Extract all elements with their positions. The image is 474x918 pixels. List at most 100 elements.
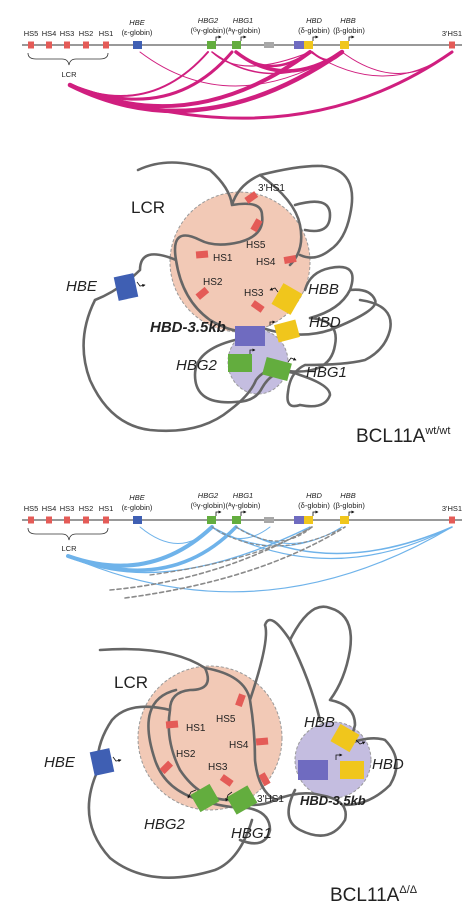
- arc: [311, 51, 343, 61]
- hs1-site: [103, 41, 109, 49]
- arc: [139, 526, 213, 544]
- hs4-site: [46, 41, 52, 49]
- hbd-label: HBD: [372, 756, 404, 773]
- hs5-label: HS5: [246, 240, 266, 251]
- hbb-tss-arrow: [355, 739, 366, 745]
- hs5-site: [250, 218, 263, 233]
- hs1-label: HS1: [99, 29, 114, 38]
- hbd-label: HBD: [309, 314, 341, 331]
- ko-3d-model: HS1 HS2 HS3 HS4 HS5 3'HS1 LCR HBE HBG2 H…: [44, 605, 418, 906]
- hbg2-label: HBG2: [198, 491, 219, 500]
- dashed-arc: [211, 526, 346, 547]
- hbb-gene-box: [330, 723, 360, 753]
- condition-label: BCL11AΔ/Δ: [330, 884, 418, 906]
- wt-3d-model: HS1 HS2 HS3 HS4 HS5 3'HS1 LCR HBE HBB HB…: [66, 161, 450, 447]
- hbd-gene-box: [294, 41, 304, 49]
- hbe-tss-arrow: [112, 756, 122, 763]
- chromatin-fiber: [87, 605, 398, 879]
- hbg1-tss-arrow: [225, 791, 233, 802]
- hbb-tss-arrow: [269, 287, 279, 293]
- hbd-gene-box: [235, 326, 265, 346]
- chromatin-fiber-right: [293, 164, 354, 259]
- hbg2-label: HBG2: [144, 816, 186, 833]
- hs2-site: [83, 41, 89, 49]
- arc: [66, 525, 238, 572]
- hs5-label: HS5: [216, 714, 236, 725]
- chromatin-fiber-loop: [147, 688, 272, 845]
- hbd-tss-arrow: [269, 320, 276, 326]
- hs1-site: [103, 516, 109, 524]
- condition-label: BCL11Awt/wt: [356, 425, 450, 447]
- 3prime-hs1-site: [258, 772, 271, 787]
- hs3-site: [64, 516, 70, 524]
- hbg1-sub-label: (ᴬγ-globin): [226, 501, 261, 510]
- hbb-gene-box: [340, 516, 349, 524]
- hs3-site: [250, 300, 265, 313]
- hs1-label: HS1: [186, 723, 206, 734]
- hbe-gene-box: [133, 516, 142, 524]
- ko-linear-track: HS5 HS4 HS3 HS2 HS1 LCR HBE (ε-globin) H…: [22, 491, 462, 553]
- hs1-site: [195, 250, 209, 259]
- condition-base: BCL11A: [330, 885, 400, 906]
- wt-linear-track: HS5 HS4 HS3 HS2 HS1 LCR HBE (ε-globin) H…: [22, 16, 462, 79]
- hbg2-sub-label: (ᴳγ-globin): [191, 26, 226, 35]
- hbg2-gene-box: [207, 41, 216, 49]
- hbb-label: HBB: [308, 281, 339, 298]
- hbg1-label: HBG1: [233, 16, 253, 25]
- hbe-label: HBE: [129, 493, 145, 502]
- hs5-site: [28, 41, 34, 49]
- hs2-label: HS2: [79, 504, 94, 513]
- hbg1-tss-arrow: [240, 35, 247, 41]
- chromatin-fiber-loop: [193, 298, 392, 408]
- 3prime-hs1-site: [244, 191, 259, 204]
- hbb-sub-label: (β-globin): [333, 501, 365, 510]
- hbb-gene-box: [340, 41, 349, 49]
- hs3-label: HS3: [244, 288, 264, 299]
- ko-interaction-arcs: [66, 525, 453, 599]
- hbd-promoter-box: [340, 761, 364, 779]
- arc: [234, 50, 312, 68]
- arc: [211, 526, 271, 539]
- hs4-label: HS4: [42, 29, 57, 38]
- pseudogene-box: [264, 517, 274, 523]
- hbg2-sub-label: (ᴳγ-globin): [191, 501, 226, 510]
- hbg2-gene-box: [207, 516, 216, 524]
- hs3-site: [219, 774, 234, 787]
- hbg2-tss-arrow: [249, 348, 256, 354]
- hbb-label: HBB: [340, 491, 355, 500]
- hbd-3.5kb-label: HBD-3.5kb: [150, 319, 226, 336]
- hbd-label: HBD: [306, 16, 322, 25]
- hs4-site: [255, 737, 269, 746]
- dashed-arc: [124, 526, 346, 599]
- hbd-promoter-box: [304, 516, 313, 524]
- hs1-site: [165, 720, 179, 729]
- hbb-label: HBB: [340, 16, 355, 25]
- condition-superscript: Δ/Δ: [399, 884, 417, 896]
- hbe-sub-label: (ε-globin): [122, 28, 153, 37]
- hbd-gene-box: [298, 760, 328, 780]
- hs2-label: HS2: [79, 29, 94, 38]
- hbg1-sub-label: (ᴬγ-globin): [226, 26, 261, 35]
- hbd-tss-arrow: [335, 753, 343, 760]
- condition-base: BCL11A: [356, 426, 426, 447]
- lcr-hub: [137, 665, 283, 811]
- hbe-tss-arrow: [136, 281, 146, 288]
- hbd-tss-arrow: [312, 510, 319, 516]
- hbe-label: HBE: [66, 278, 98, 295]
- hbd-promoter-box: [304, 41, 313, 49]
- chromatin-fiber: [82, 161, 377, 433]
- arc: [341, 51, 453, 74]
- hs5-site: [235, 693, 246, 708]
- hbd-gene-box: [294, 516, 304, 524]
- hbe-label: HBE: [44, 754, 76, 771]
- hbb-label: HBB: [304, 714, 335, 731]
- hbe-gene-box: [113, 273, 139, 301]
- hbe-sub-label: (ε-globin): [122, 503, 153, 512]
- hs3-label: HS3: [60, 504, 75, 513]
- hbg1-label: HBG1: [233, 491, 253, 500]
- hbb-gene-box: [271, 283, 303, 315]
- hs3-label: HS3: [60, 29, 75, 38]
- hbd-tss-arrow: [312, 35, 319, 41]
- 3prime-hs1-label: 3'HS1: [257, 794, 284, 805]
